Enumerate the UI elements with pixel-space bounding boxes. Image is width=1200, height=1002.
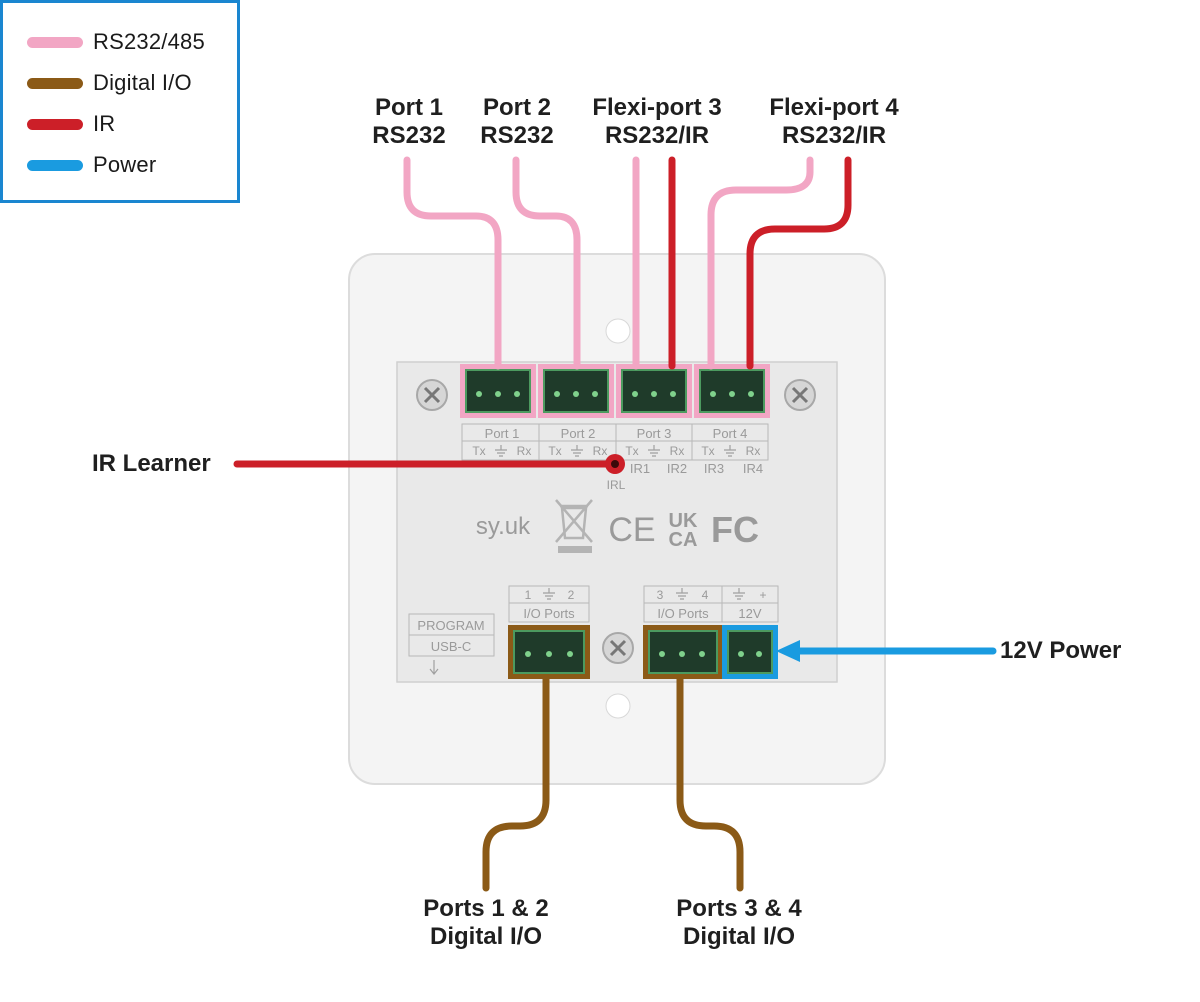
legend-swatch-ir <box>27 118 83 130</box>
callout-ir-learner-text: IR Learner <box>92 450 211 477</box>
mounting-hole-bottom <box>605 693 631 719</box>
rs232-connector-1[interactable] <box>460 364 536 418</box>
port4-ir-wire <box>746 156 852 370</box>
ground-icon <box>676 588 688 600</box>
flexi-connector-3[interactable] <box>616 364 692 418</box>
legend-item-digital-io: Digital I/O <box>27 70 192 95</box>
callout-port2-line1: Port 2 <box>482 94 551 121</box>
ce-mark: CE <box>608 511 655 549</box>
usbc-label: USB-C <box>431 639 471 654</box>
callout-io12: Ports 1 & 2 Digital I/O <box>406 895 566 951</box>
flexi-connector-4[interactable] <box>694 364 770 418</box>
port-label: Port 2 <box>561 426 596 441</box>
legend-item-rs232: RS232/485 <box>27 29 205 54</box>
legend-label: Digital I/O <box>93 70 192 95</box>
port2-wire <box>512 156 581 370</box>
ir-label: IR1 <box>630 461 650 476</box>
callout-port3: Flexi-port 3 RS232/IR <box>577 94 737 150</box>
ir-label: IR2 <box>667 461 687 476</box>
power-connector[interactable] <box>722 625 778 679</box>
legend-swatch-digital-io <box>27 77 83 89</box>
legend-swatch-power <box>27 159 83 171</box>
pin-rx-label: Rx <box>517 444 532 458</box>
ground-icon <box>733 588 745 600</box>
io-pin-label: 2 <box>568 588 575 602</box>
screw-icon <box>416 379 448 411</box>
legend-swatch-rs232 <box>27 36 83 48</box>
screw-icon <box>602 632 634 664</box>
power-arrow-icon <box>776 640 800 662</box>
brand-text: sy.uk <box>476 513 531 540</box>
pin-rx-label: Rx <box>593 444 608 458</box>
port1-wire <box>403 156 502 370</box>
callout-port4-line2: RS232/IR <box>781 122 887 149</box>
callout-port2-line2: RS232 <box>480 122 554 149</box>
callout-io12-line2: Digital I/O <box>429 923 542 950</box>
io-pin-label: 3 <box>657 588 664 602</box>
callout-port3-line2: RS232/IR <box>604 122 710 149</box>
port-label: Port 1 <box>485 426 520 441</box>
ir-label: IR4 <box>743 461 763 476</box>
io-pin-label: 4 <box>702 588 709 602</box>
callout-ir-learner: IR Learner <box>92 450 211 478</box>
callout-io34-line2: Digital I/O <box>682 923 795 950</box>
port-label: Port 4 <box>713 426 748 441</box>
ground-icon <box>495 445 736 457</box>
mounting-hole-top <box>605 318 631 344</box>
legend-label: IR <box>93 111 116 136</box>
callout-port1-line2: RS232 <box>372 122 446 149</box>
io-ports-label: I/O Ports <box>523 606 575 621</box>
io-pin-label: 1 <box>525 588 532 602</box>
rs232-connector-2[interactable] <box>538 364 614 418</box>
pin-tx-label: Tx <box>548 444 561 458</box>
callout-io12-line1: Ports 1 & 2 <box>423 895 549 922</box>
callout-io34: Ports 3 & 4 Digital I/O <box>659 895 819 951</box>
arrow-down-icon <box>429 660 439 675</box>
callout-port4: Flexi-port 4 RS232/IR <box>752 94 916 150</box>
pin-rx-label: Rx <box>746 444 761 458</box>
port4-rs232-wire <box>707 156 814 370</box>
callout-port1: Port 1 RS232 <box>359 94 459 150</box>
pin-rx-label: Rx <box>670 444 685 458</box>
digital-io-connector-34[interactable] <box>643 625 723 679</box>
io-ports-label: I/O Ports <box>657 606 709 621</box>
callout-power: 12V Power <box>1000 637 1121 665</box>
legend-item-power: Power <box>27 152 157 177</box>
callout-port1-line1: Port 1 <box>374 94 443 121</box>
port-label: Port 3 <box>637 426 672 441</box>
ukca-mark-top: UK <box>669 510 698 532</box>
power-12v-label: 12V <box>738 606 761 621</box>
io12-wire <box>482 675 550 892</box>
screw-icon <box>784 379 816 411</box>
ir-learner-sensor-center <box>611 460 619 468</box>
pin-tx-label: Tx <box>472 444 485 458</box>
io12-label-box <box>508 585 590 623</box>
io34-wire <box>676 675 744 892</box>
callout-port2: Port 2 RS232 <box>467 94 567 150</box>
ground-icon <box>543 588 555 600</box>
ir-label: IR3 <box>704 461 724 476</box>
digital-io-connector-12[interactable] <box>508 625 590 679</box>
program-label-box <box>408 613 495 657</box>
program-label: PROGRAM <box>417 618 484 633</box>
legend-label: Power <box>93 152 157 177</box>
pin-tx-label: Tx <box>625 444 638 458</box>
io34-label-box <box>643 585 779 623</box>
callout-power-text: 12V Power <box>1000 637 1122 664</box>
weee-bin-icon <box>555 499 593 553</box>
irl-label: IRL <box>607 478 626 492</box>
callout-port3-line1: Flexi-port 3 <box>592 94 722 121</box>
legend-box: RS232/485 Digital I/O IR Power <box>0 0 240 203</box>
legend-item-ir: IR <box>27 111 116 136</box>
power-plus-label: + <box>759 588 766 602</box>
callout-io34-line1: Ports 3 & 4 <box>676 895 802 922</box>
legend-label: RS232/485 <box>93 29 205 54</box>
callout-port4-line1: Flexi-port 4 <box>769 94 899 121</box>
fcc-mark: FC <box>711 509 759 550</box>
pin-tx-label: Tx <box>701 444 714 458</box>
ukca-mark-bottom: CA <box>669 529 698 551</box>
